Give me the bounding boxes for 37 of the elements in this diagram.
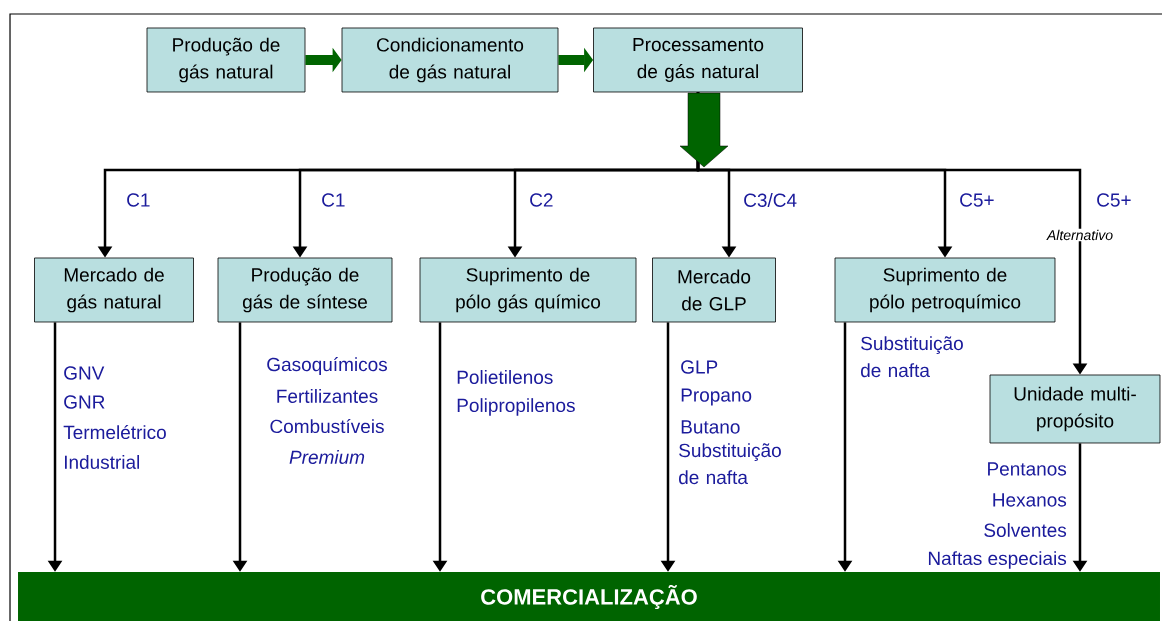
product-text: Premium bbox=[289, 450, 365, 464]
product-text: GNV bbox=[64, 366, 105, 380]
edge-label: C5+ bbox=[960, 193, 994, 207]
product-text: GLP bbox=[681, 360, 718, 374]
product-text: Pentanos bbox=[988, 462, 1067, 476]
edge-label: C3/C4 bbox=[744, 193, 797, 207]
commercialization-band: COMERCIALIZAÇÃO bbox=[18, 572, 1160, 621]
process-box: Condicionamento de gás natural bbox=[341, 27, 559, 93]
process-box: Suprimento de pólo gás químico bbox=[419, 257, 637, 323]
process-box: Mercado de GLP bbox=[652, 257, 776, 323]
product-text: Industrial bbox=[64, 455, 140, 469]
product-text: Hexanos bbox=[993, 493, 1067, 507]
edge-label: C2 bbox=[530, 193, 553, 207]
note-text: Alternativo bbox=[1045, 228, 1115, 242]
product-text: Fertilizantes bbox=[277, 389, 378, 403]
product-text: Gasoquímicos bbox=[267, 357, 388, 375]
process-box: Processamento de gás natural bbox=[593, 27, 803, 93]
product-text: Combustíveis bbox=[270, 418, 384, 434]
edge-label: C1 bbox=[127, 193, 150, 207]
product-text: Solventes bbox=[984, 523, 1067, 537]
product-text: Substituição de nafta bbox=[861, 336, 963, 378]
edge-label: C1 bbox=[322, 193, 345, 207]
process-box: Produção de gás de síntese bbox=[217, 257, 393, 323]
process-box: Unidade multi-propósito bbox=[989, 374, 1161, 444]
process-box: Produção de gás natural bbox=[146, 27, 306, 93]
product-text: Polipropilenos bbox=[457, 398, 575, 416]
product-text: GNR bbox=[64, 395, 105, 409]
edge-label: C5+ bbox=[1097, 193, 1131, 207]
block-arrow bbox=[679, 92, 729, 168]
process-box: Mercado de gás natural bbox=[34, 257, 194, 323]
product-text: Propano bbox=[681, 388, 752, 406]
product-text: Naftas especiais bbox=[928, 551, 1067, 569]
process-box: Suprimento de pólo petroquímico bbox=[834, 257, 1056, 323]
product-text: Termelétrico bbox=[63, 424, 166, 440]
product-text: Polietilenos bbox=[457, 370, 553, 384]
product-text: Substituição de nafta bbox=[679, 443, 781, 485]
product-text: Butano bbox=[681, 420, 740, 434]
